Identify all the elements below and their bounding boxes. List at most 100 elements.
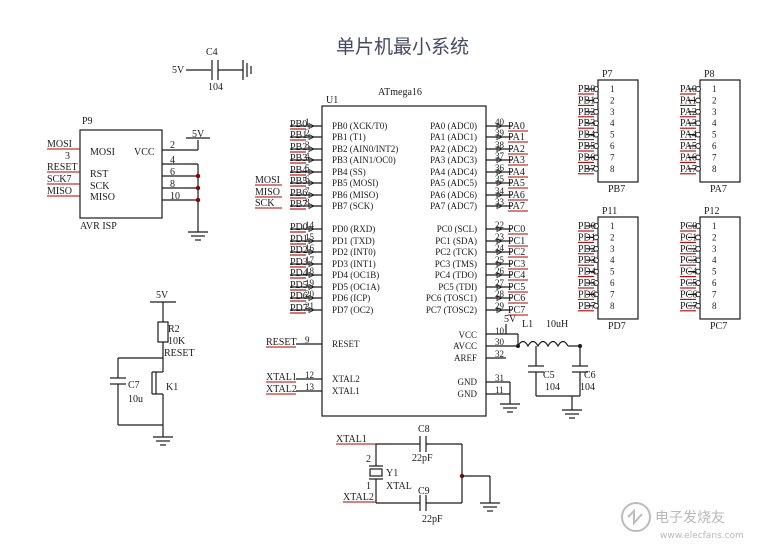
chip-right-pin-name: PA2 (ADC2) (430, 144, 477, 154)
chip-left-pin-net: XTAL2 (266, 384, 297, 395)
header-pin-num: 8 (610, 164, 615, 174)
chip-left-pin-name: PB7 (SCK) (332, 201, 373, 211)
c9-ref: C9 (418, 486, 430, 497)
chip-left-pin-net: XTAL1 (266, 372, 297, 383)
header-foot: PB7 (608, 184, 625, 195)
chip-right-pin-net: PA5 (508, 178, 525, 189)
chip-right-pin-num: 25 (495, 255, 505, 265)
power-filter: 5V L1 10uH C5 104 C6 104 (486, 314, 596, 419)
header-pin-num: 7 (712, 152, 717, 162)
header-pin-num: 3 (712, 107, 717, 117)
y1-pin2: 2 (366, 454, 371, 465)
chip-left-pin-net: PD0 (290, 222, 308, 233)
isp-vcc-net: 5V (192, 129, 205, 140)
header-net-label: PB4 (578, 130, 595, 141)
header-pin-num: 1 (712, 84, 717, 94)
chip-right-pin-num: 39 (495, 128, 505, 138)
header-pin-num: 3 (610, 244, 615, 254)
page-title: 单片机最小系统 (336, 36, 469, 58)
chip-right-pin-net: PC6 (508, 293, 525, 304)
chip-left-pin-num: 13 (305, 382, 315, 392)
chip-right-pin-name: AREF (454, 353, 477, 363)
chip-right-pin-num: 11 (495, 385, 504, 395)
header-pin-num: 4 (712, 255, 717, 265)
isp-label-rst: RST (90, 169, 108, 180)
chip-right-pin-name: PC2 (TCK) (435, 247, 477, 257)
header-pin-num: 4 (712, 118, 717, 128)
isp-foot: AVR ISP (80, 221, 117, 232)
chip-left-pin-name: PD1 (TXD) (332, 236, 375, 246)
chip-right-pin-num: 27 (495, 278, 505, 288)
header-pin-num: 2 (610, 95, 615, 105)
header-pin-num: 7 (712, 289, 717, 299)
chip-left-pin-net: PB7 (290, 199, 307, 210)
header-net-label: PA5 (680, 141, 697, 152)
chip-right-pin-net: PC4 (508, 270, 525, 281)
isp-ref: P9 (82, 116, 93, 127)
c7-value: 10u (128, 394, 143, 405)
header-net-label: PD4 (578, 267, 596, 278)
chip-right-pin-num: 35 (495, 174, 505, 184)
header-net-label: PB1 (578, 95, 595, 106)
chip-right-pin-name: PC4 (TDO) (435, 270, 477, 280)
k1-ref: K1 (166, 382, 178, 393)
y1-pin1: 1 (366, 481, 371, 492)
chip-left-pin-name: PD7 (OC2) (332, 305, 373, 315)
isp-pin-6: 6 (170, 167, 175, 178)
chip-right-pin-net: PA0 (508, 121, 525, 132)
chip-left-pin-num: 18 (305, 266, 315, 276)
chip-left-pin-num: 6 (305, 174, 310, 184)
chip-left-pin-net: PD2 (290, 245, 308, 256)
chip-left-pin-num: 16 (305, 243, 315, 253)
reset-vcc: 5V (156, 290, 169, 301)
chip-right-pin-name: PC1 (SDA) (435, 236, 477, 246)
header-pin-num: 3 (610, 107, 615, 117)
chip-right-pin-num: 31 (495, 373, 504, 383)
chip-left-pin-net: PD5 (290, 280, 308, 291)
chip-left-pin-num: 4 (305, 151, 310, 161)
isp-pin-2: 2 (170, 140, 175, 151)
chip-left-pin-name: PB2 (AIN0/INT2) (332, 144, 398, 154)
header-pin-num: 2 (712, 232, 717, 242)
chip-right-pin-net: PA7 (508, 201, 525, 212)
chip-right-pin-num: 34 (495, 186, 505, 196)
c7-ref: C7 (128, 380, 140, 391)
chip-right-pin-num: 22 (495, 220, 504, 230)
header-foot: PD7 (608, 321, 626, 332)
c4-net: 5V (172, 65, 185, 76)
header-net-label: PA7 (680, 164, 697, 175)
isp-pin-4: 4 (170, 155, 175, 166)
chip-right-pin-net: PC2 (508, 247, 525, 258)
header-pin-num: 1 (712, 221, 717, 231)
header-pin-num: 6 (610, 141, 615, 151)
chip-right-pin-net: PA2 (508, 144, 525, 155)
xtal-net1: XTAL1 (336, 434, 367, 445)
chip-right-pin-name: PC0 (SCL) (437, 224, 477, 234)
chip-left-pin-net: PB4 (290, 165, 307, 176)
chip-left-pin-net: RESET (266, 337, 297, 348)
crystal-circuit: XTAL1 C8 22pF 2 Y1 XTAL 1 XTAL2 C9 22pF (336, 424, 500, 525)
isp-pin-8: 8 (170, 179, 175, 190)
chip-right-pin-name: GND (458, 389, 478, 399)
c4-value: 104 (208, 82, 223, 93)
header-net-label: PB6 (578, 152, 595, 163)
chip-left-pin-net: PD4 (290, 268, 308, 279)
chip-right-pin-net: PC7 (508, 305, 525, 316)
chip-net-sck: SCK (255, 198, 275, 209)
c4-ref: C4 (206, 47, 218, 58)
l1-ref: L1 (522, 319, 533, 330)
c8-ref: C8 (418, 424, 430, 435)
header-pin-num: 4 (610, 255, 615, 265)
chip-right-pin-num: 33 (495, 197, 505, 207)
header-pin-num: 7 (610, 289, 615, 299)
chip-right-pin-num: 23 (495, 232, 505, 242)
c6-ref: C6 (584, 370, 596, 381)
header-net-label: PC7 (680, 301, 697, 312)
chip-right-pin-net: PA6 (508, 190, 525, 201)
chip-left-pin-net: PD7 (290, 303, 308, 314)
header-net-label: PC4 (680, 267, 697, 278)
chip-part: ATmega16 (378, 87, 422, 98)
